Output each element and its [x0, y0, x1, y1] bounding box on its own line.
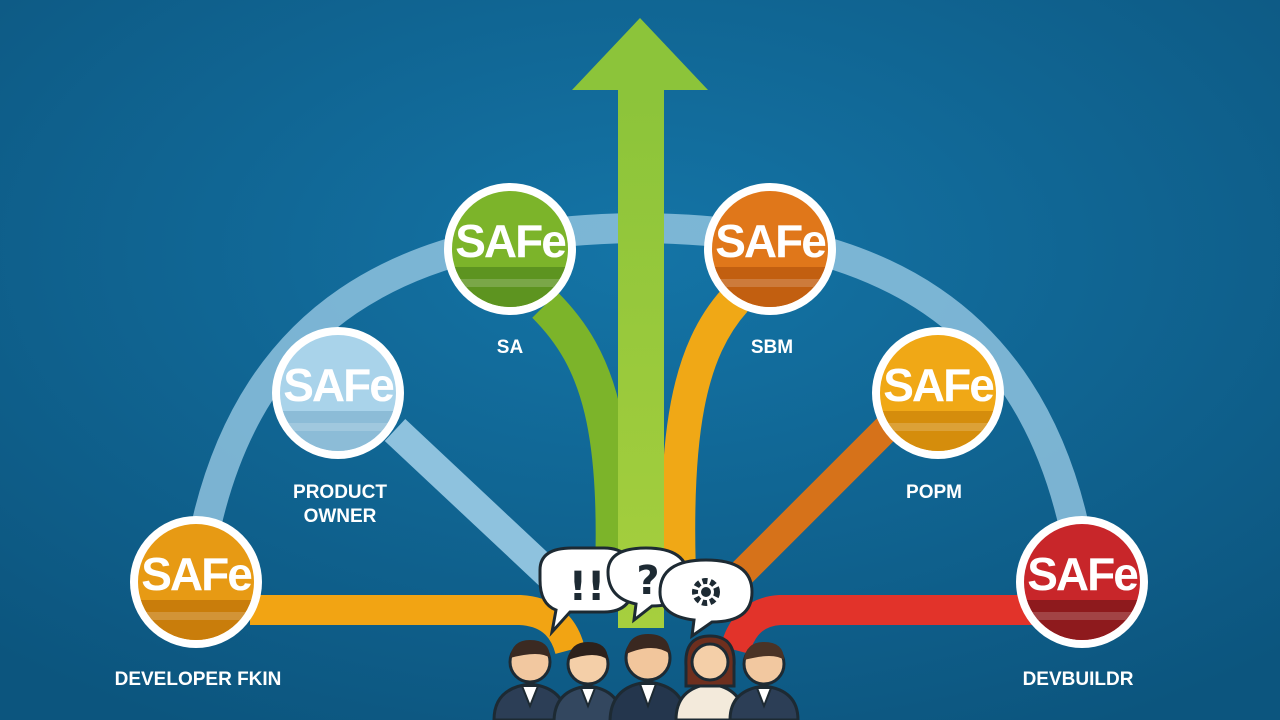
connector-product-owner	[384, 419, 566, 591]
badge-text: SAFe	[455, 215, 566, 267]
role-label-developer: DEVELOPER FKIN	[115, 669, 282, 690]
badge-stripe	[880, 423, 996, 431]
badge-developer: SAFe	[130, 516, 262, 648]
team-people-icon	[492, 634, 800, 720]
speech-bubble-gear	[658, 558, 754, 640]
exclamation-text: !!	[569, 564, 605, 610]
role-label-sa: SA	[497, 337, 524, 358]
connector-sa	[532, 292, 632, 601]
badge-text: SAFe	[715, 215, 826, 267]
badge-stripe	[712, 279, 828, 287]
badge-stripe	[452, 279, 568, 287]
connector-popm	[725, 415, 900, 590]
badge-sa: SAFe	[444, 183, 576, 315]
connector-devbuild	[720, 595, 1040, 655]
badge-popm: SAFe	[872, 327, 1004, 459]
person-4	[674, 634, 746, 720]
role-label-product-owner-line1: PRODUCT	[293, 482, 387, 503]
badge-stripe	[280, 423, 396, 431]
question-text: ?	[636, 558, 659, 604]
gear-icon	[692, 578, 720, 606]
badge-text: SAFe	[141, 548, 252, 600]
badge-sbm: SAFe	[704, 183, 836, 315]
person-1	[492, 640, 568, 720]
role-label-product-owner-line2: OWNER	[304, 506, 377, 527]
badge-stripe	[138, 612, 254, 620]
role-label-sbm: SBM	[751, 337, 793, 358]
person-5	[728, 642, 800, 720]
badge-text: SAFe	[1027, 548, 1138, 600]
badge-devbuild: SAFe	[1016, 516, 1148, 648]
badge-product-owner: SAFe	[272, 327, 404, 459]
growth-arrow-icon	[572, 18, 708, 628]
badge-text: SAFe	[283, 359, 394, 411]
badge-stripe	[1024, 612, 1140, 620]
badge-text: SAFe	[883, 359, 994, 411]
role-label-devbuild: DEVBUILDR	[1023, 669, 1134, 690]
person-2	[552, 642, 624, 720]
connector-developer	[250, 595, 585, 655]
role-label-popm: POPM	[906, 482, 962, 503]
connector-sbm	[661, 288, 748, 601]
